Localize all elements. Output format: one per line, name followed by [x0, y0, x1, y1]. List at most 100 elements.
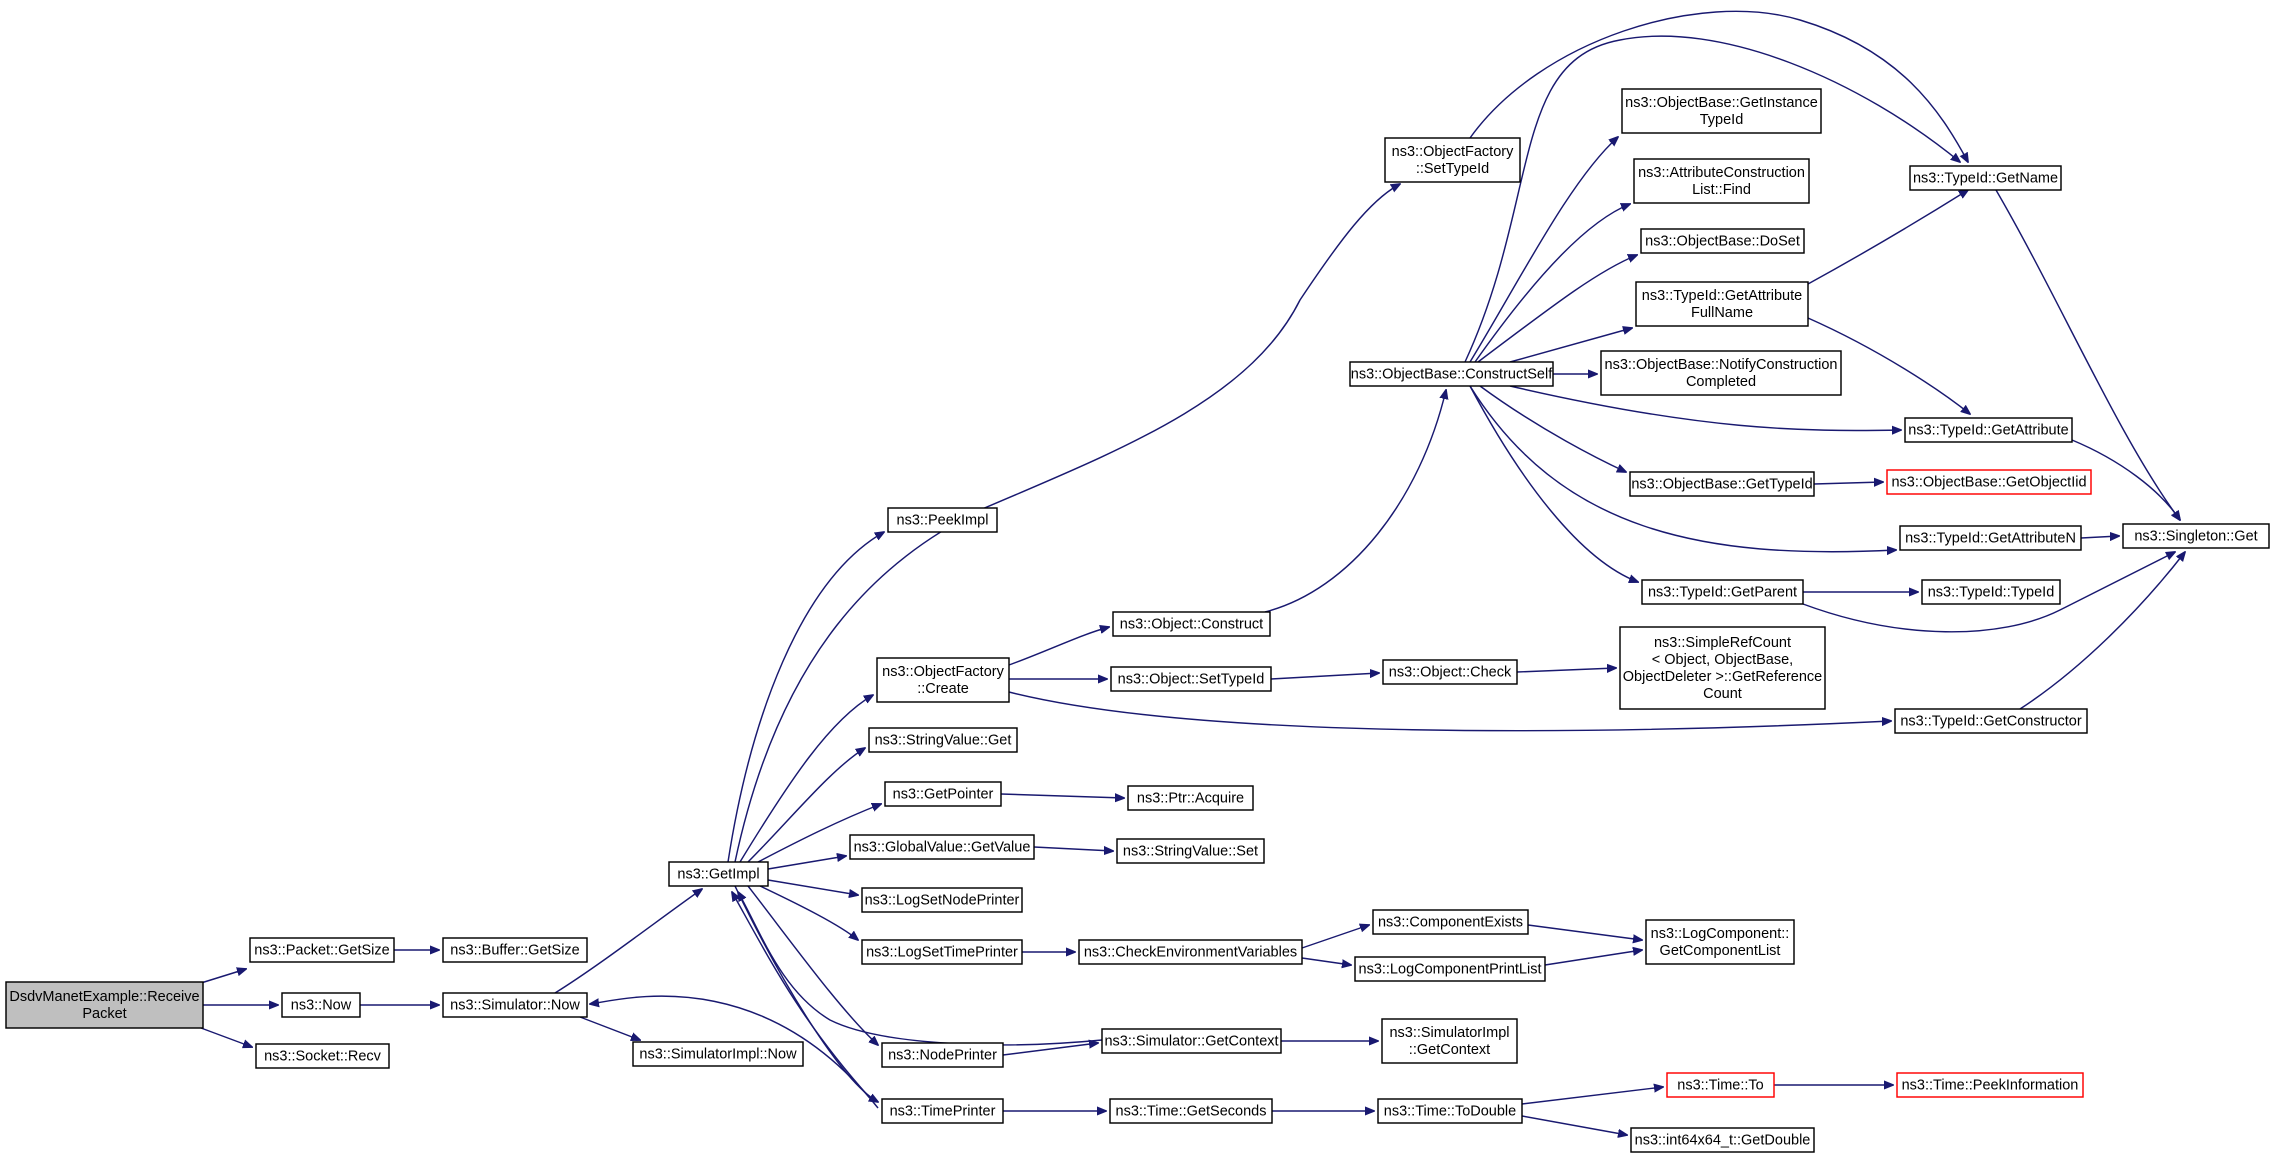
node-box[interactable] [849, 834, 1035, 860]
node-ob-gettypeid[interactable]: ns3::ObjectBase::GetTypeId [1629, 471, 1815, 497]
node-now[interactable]: ns3::Now [281, 992, 361, 1018]
node-sim-getcontext[interactable]: ns3::Simulator::GetContext [1101, 1028, 1282, 1054]
node-buffer-getsize[interactable]: ns3::Buffer::GetSize [442, 937, 588, 963]
node-box[interactable] [881, 1042, 1004, 1068]
node-box[interactable] [442, 937, 588, 963]
node-box[interactable] [281, 992, 361, 1018]
node-box[interactable] [1635, 281, 1809, 327]
node-box[interactable] [1630, 1127, 1815, 1153]
node-tid-getattributen[interactable]: ns3::TypeId::GetAttributeN [1899, 525, 2082, 551]
node-box[interactable] [1384, 137, 1521, 183]
node-box[interactable] [255, 1043, 390, 1069]
node-obj-construct[interactable]: ns3::Object::Construct [1112, 611, 1271, 637]
node-tid-typeid[interactable]: ns3::TypeId::TypeId [1921, 579, 2061, 605]
node-nodeprinter[interactable]: ns3::NodePrinter [881, 1042, 1004, 1068]
node-simimpl-getcontext[interactable]: ns3::SimulatorImpl::GetContext [1381, 1018, 1518, 1064]
node-box[interactable] [1629, 471, 1815, 497]
node-simplerefcount[interactable]: ns3::SimpleRefCount< Object, ObjectBase,… [1619, 626, 1826, 710]
node-time-to[interactable]: ns3::Time::To [1666, 1072, 1775, 1098]
node-box[interactable] [1640, 228, 1805, 254]
node-logtimeprinter[interactable]: ns3::LogSetTimePrinter [861, 939, 1023, 965]
node-box[interactable] [1633, 158, 1810, 204]
node-tid-getattribute[interactable]: ns3::TypeId::GetAttribute [1904, 417, 2073, 443]
node-box[interactable] [1127, 785, 1254, 811]
node-box[interactable] [868, 727, 1018, 753]
node-strval-set[interactable]: ns3::StringValue::Set [1116, 838, 1265, 864]
node-compexists[interactable]: ns3::ComponentExists [1372, 909, 1529, 935]
node-strval-get[interactable]: ns3::StringValue::Get [868, 727, 1018, 753]
node-logcompprint[interactable]: ns3::LogComponentPrintList [1354, 956, 1546, 982]
node-box[interactable] [1886, 469, 2092, 495]
node-box[interactable] [1619, 626, 1826, 710]
node-box[interactable] [1101, 1028, 1282, 1054]
node-tid-getname[interactable]: ns3::TypeId::GetName [1909, 165, 2062, 191]
node-ob-notifyconstr[interactable]: ns3::ObjectBase::NotifyConstructionCompl… [1600, 350, 1842, 396]
node-box[interactable] [1641, 579, 1804, 605]
node-tid-getconstructor[interactable]: ns3::TypeId::GetConstructor [1894, 708, 2088, 734]
node-box[interactable] [1894, 708, 2088, 734]
node-box[interactable] [2122, 523, 2270, 549]
node-box[interactable] [1109, 1098, 1273, 1124]
node-of-settypeid[interactable]: ns3::ObjectFactory::SetTypeId [1384, 137, 1521, 183]
node-time-todouble[interactable]: ns3::Time::ToDouble [1377, 1098, 1523, 1124]
node-timeprinter[interactable]: ns3::TimePrinter [881, 1098, 1004, 1124]
node-box[interactable] [632, 1041, 804, 1067]
node-tid-getparent[interactable]: ns3::TypeId::GetParent [1641, 579, 1804, 605]
node-box[interactable] [1112, 611, 1271, 637]
node-box[interactable] [1372, 909, 1529, 935]
node-getsize[interactable]: ns3::Packet::GetSize [249, 937, 395, 963]
node-box[interactable] [1621, 88, 1822, 134]
node-singleton-get[interactable]: ns3::Singleton::Get [2122, 523, 2270, 549]
node-gv-getvalue[interactable]: ns3::GlobalValue::GetValue [849, 834, 1035, 860]
node-obj-settypeid[interactable]: ns3::Object::SetTypeId [1110, 666, 1272, 692]
node-box[interactable] [1645, 919, 1795, 965]
node-box[interactable] [1078, 939, 1303, 965]
node-box[interactable] [1899, 525, 2082, 551]
node-box[interactable] [1354, 956, 1546, 982]
node-box[interactable] [876, 657, 1010, 703]
node-of-create[interactable]: ns3::ObjectFactory::Create [876, 657, 1010, 703]
node-box[interactable] [1896, 1072, 2084, 1098]
node-getpointer[interactable]: ns3::GetPointer [884, 781, 1002, 807]
node-box[interactable] [1666, 1072, 1775, 1098]
node-box[interactable] [861, 939, 1023, 965]
node-checkenv[interactable]: ns3::CheckEnvironmentVariables [1078, 939, 1303, 965]
node-box[interactable] [5, 981, 204, 1029]
node-recv[interactable]: ns3::Socket::Recv [255, 1043, 390, 1069]
node-time-peekinfo[interactable]: ns3::Time::PeekInformation [1896, 1072, 2084, 1098]
node-box[interactable] [1921, 579, 2061, 605]
node-box[interactable] [881, 1098, 1004, 1124]
node-box[interactable] [884, 781, 1002, 807]
node-box[interactable] [1381, 1018, 1518, 1064]
node-box[interactable] [861, 887, 1023, 913]
node-peekimpl[interactable]: ns3::PeekImpl [887, 507, 998, 533]
node-box[interactable] [1349, 361, 1554, 387]
node-box[interactable] [1382, 659, 1518, 685]
node-box[interactable] [1377, 1098, 1523, 1124]
node-box[interactable] [668, 861, 769, 887]
node-getimpl[interactable]: ns3::GetImpl [668, 861, 769, 887]
node-obj-check[interactable]: ns3::Object::Check [1382, 659, 1518, 685]
node-ob-constructself[interactable]: ns3::ObjectBase::ConstructSelf [1349, 361, 1554, 387]
node-box[interactable] [249, 937, 395, 963]
node-ptr-acquire[interactable]: ns3::Ptr::Acquire [1127, 785, 1254, 811]
node-simimpl-now[interactable]: ns3::SimulatorImpl::Now [632, 1041, 804, 1067]
node-lognodeprinter[interactable]: ns3::LogSetNodePrinter [861, 887, 1023, 913]
node-ob-getobjectiid[interactable]: ns3::ObjectBase::GetObjectIid [1886, 469, 2092, 495]
node-box[interactable] [1909, 165, 2062, 191]
node-logcomp-getlist[interactable]: ns3::LogComponent::GetComponentList [1645, 919, 1795, 965]
node-box[interactable] [1904, 417, 2073, 443]
node-box[interactable] [1116, 838, 1265, 864]
node-box[interactable] [887, 507, 998, 533]
node-sim-now[interactable]: ns3::Simulator::Now [442, 992, 588, 1018]
node-time-getseconds[interactable]: ns3::Time::GetSeconds [1109, 1098, 1273, 1124]
node-box[interactable] [1600, 350, 1842, 396]
node-int64-getdouble[interactable]: ns3::int64x64_t::GetDouble [1630, 1127, 1815, 1153]
node-ob-doset[interactable]: ns3::ObjectBase::DoSet [1640, 228, 1805, 254]
node-box[interactable] [442, 992, 588, 1018]
node-box[interactable] [1110, 666, 1272, 692]
